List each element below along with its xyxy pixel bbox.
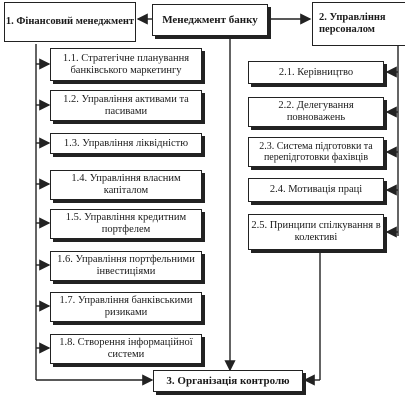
right-item-label: 2.2. Делегування повноважень [278,100,354,123]
left-item-6: 1.6. Управління портфельними інвестиціям… [50,251,202,281]
left-item-2: 1.2. Управління активами та пасивами [50,90,202,121]
left-item-label: 1.2. Управління активами та пасивами [63,93,189,117]
left-item-1: 1.1. Стратегічне планування банківського… [50,48,202,81]
right-item-label: 2.5. Принципи спілкування в колективі [251,220,381,243]
left-item-label: 1.6. Управління портфельними інвестиціям… [57,254,195,277]
right-title-box: 2. Управління персоналом [312,2,405,46]
bottom-box: 3. Організація контролю [153,370,303,392]
right-item-label: 2.3. Система підготовки та перепідготовк… [259,141,373,163]
left-item-label: 1.3. Управління ліквідністю [63,137,189,149]
root-box: Менеджмент банку [152,4,268,36]
right-item-4: 2.4. Мотивація праці [248,178,384,202]
root-label: Менеджмент банку [162,13,258,26]
right-title-label: 2. Управління персоналом [319,12,386,35]
left-item-3: 1.3. Управління ліквідністю [50,133,202,154]
right-item-2: 2.2. Делегування повноважень [248,97,384,127]
left-item-label: 1.4. Управління власним капіталом [71,173,181,196]
left-title-label: 1. Фінансовий менеджмент [5,16,135,28]
left-item-4: 1.4. Управління власним капіталом [50,170,202,200]
left-item-5: 1.5. Управління кредитним портфелем [50,209,202,239]
right-item-1: 2.1. Керівництво [248,61,384,84]
left-item-label: 1.7. Управління банківськими ризиками [59,295,193,318]
right-item-3: 2.3. Система підготовки та перепідготовк… [248,137,384,167]
left-item-label: 1.5. Управління кредитним портфелем [65,212,187,235]
left-item-label: 1.1. Стратегічне планування банківського… [62,52,190,76]
right-item-label: 2.4. Мотивація праці [269,184,363,196]
right-item-5: 2.5. Принципи спілкування в колективі [248,214,384,250]
right-item-label: 2.1. Керівництво [278,66,354,78]
left-title-box: 1. Фінансовий менеджмент [4,2,136,42]
left-item-7: 1.7. Управління банківськими ризиками [50,292,202,322]
bottom-label: 3. Організація контролю [166,374,290,387]
left-item-label: 1.8. Створення інформаційної системи [59,337,193,360]
left-item-8: 1.8. Створення інформаційної системи [50,334,202,364]
